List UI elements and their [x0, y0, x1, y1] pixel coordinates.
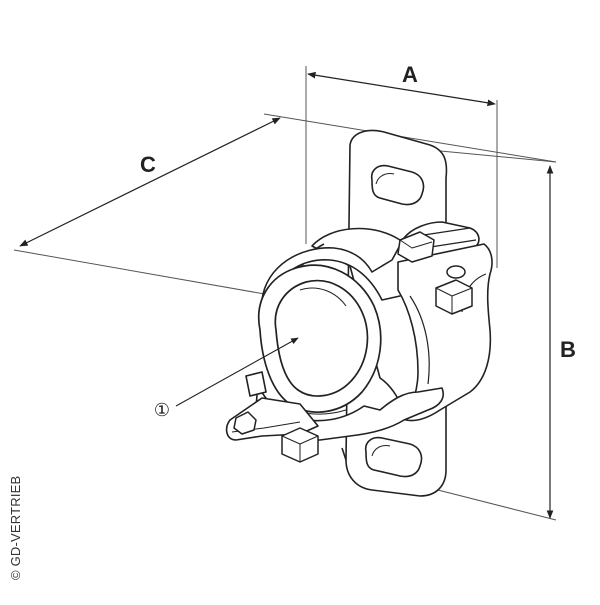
nut-lower-edges	[281, 435, 319, 462]
pipe-inner-shade	[299, 287, 347, 307]
base-plate-edge	[341, 447, 347, 461]
bolt-lower-head	[233, 411, 257, 435]
dimension-c-line	[19, 117, 281, 247]
lower-slot-inner	[371, 445, 391, 457]
callout-1: ①	[154, 337, 299, 420]
dimension-a-line	[307, 71, 496, 107]
bolt-right-thread-end	[446, 265, 466, 279]
callout-1-label: ①	[154, 400, 170, 420]
dimension-b: B	[429, 149, 576, 521]
callout-1-leader	[175, 337, 299, 407]
nut-right-edges	[435, 287, 473, 314]
pipe	[257, 264, 382, 414]
dimension-b-extension-top	[429, 149, 557, 163]
upper-slot-inner	[375, 173, 395, 185]
dimension-a-label: A	[402, 62, 418, 87]
dimension-a: A	[305, 62, 498, 268]
pipe-inner-end	[274, 279, 369, 397]
upper-slot	[370, 164, 425, 206]
nut-right	[435, 265, 473, 315]
dimension-b-extension-bottom	[429, 487, 557, 521]
dimension-c-label: C	[140, 152, 156, 177]
bolt-upper	[397, 231, 435, 263]
right-clamp-inner-edge	[409, 295, 430, 385]
bolt-upper-head-edge	[399, 239, 433, 249]
nut-right-hex	[435, 279, 473, 315]
nut-lower	[233, 411, 319, 463]
dimension-c: C	[13, 113, 557, 297]
dimension-b-label: B	[560, 337, 576, 362]
copyright-text: © GD-VERTRIEB	[8, 475, 23, 580]
lower-left-lug	[245, 371, 267, 397]
dimension-c-extension-top	[263, 113, 557, 163]
dimension-c-extension-bottom	[13, 249, 277, 297]
